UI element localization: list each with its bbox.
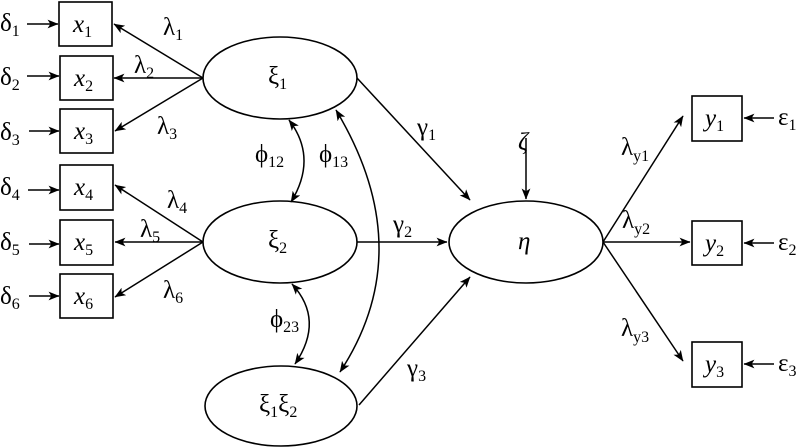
loading-label-lambda4: λ4	[167, 187, 187, 217]
loading-label-lambda-y2: λy2	[622, 207, 650, 238]
structural-arrow-gamma3	[358, 276, 471, 406]
error-label-epsilon2: ε2	[778, 229, 797, 259]
loading-arrow-lambda4	[114, 184, 204, 243]
covariance-label-phi13: ϕ13	[319, 141, 348, 171]
indicator-label-y3: y3	[702, 351, 724, 381]
indicator-box-x6	[59, 273, 114, 319]
error-label-delta3: δ3	[0, 119, 20, 149]
latent-label-xi2: ξ2	[268, 227, 287, 257]
error-label-delta6: δ6	[0, 283, 20, 313]
covariance-label-phi12: ϕ12	[255, 141, 284, 171]
error-label-epsilon1: ε1	[778, 104, 797, 134]
loading-label-lambda1: λ1	[163, 14, 183, 44]
loading-label-lambda3: λ3	[157, 113, 177, 143]
indicator-label-x1: x1	[72, 11, 92, 41]
x-indicators	[58, 1, 114, 319]
loading-arrow-lambda-y1	[602, 115, 684, 243]
error-label-epsilon3: ε3	[778, 350, 797, 380]
indicator-box-y3	[691, 341, 743, 388]
structural-arrow-gamma1	[356, 77, 471, 201]
indicator-label-x2: x2	[73, 65, 93, 95]
latent-ellipse-xi1xi2	[204, 365, 358, 447]
loading-label-lambda2: λ2	[134, 52, 154, 82]
indicator-label-x6: x6	[73, 283, 93, 313]
indicator-box-y1	[691, 95, 743, 142]
structural-label-gamma1: γ1	[416, 114, 436, 144]
indicator-label-y2: y2	[702, 230, 724, 260]
error-label-delta5: δ5	[0, 229, 20, 259]
loading-label-lambda-y3: λy3	[621, 315, 649, 346]
covariance-arc-phi12	[288, 119, 305, 203]
latent-label-xi1: ξ1	[268, 63, 287, 93]
disturbance-label-zeta: ζ	[518, 129, 530, 156]
covariance-label-phi23: ϕ23	[270, 306, 299, 336]
loading-arrow-lambda-y3	[602, 241, 684, 362]
indicator-box-x5	[59, 219, 114, 266]
error-label-delta2: δ2	[0, 64, 20, 94]
loading-arrow-lambda6	[114, 241, 204, 298]
latent-label-xi1xi2: ξ1ξ2	[259, 391, 297, 421]
loading-arrow-lambda1	[113, 23, 204, 79]
structural-label-gamma3: γ3	[406, 355, 426, 385]
indicator-label-x5: x5	[73, 229, 93, 259]
structural-label-gamma2: γ2	[392, 211, 412, 241]
loading-label-lambda-y1: λy1	[621, 134, 649, 165]
indicator-label-x4: x4	[73, 174, 93, 204]
indicator-label-x3: x3	[73, 118, 93, 148]
indicator-box-x1	[58, 1, 113, 47]
covariance-arc-phi23	[291, 283, 310, 365]
indicator-box-x2	[59, 55, 114, 101]
error-label-delta1: δ1	[0, 10, 20, 40]
error-label-delta4: δ4	[0, 174, 20, 204]
latent-label-eta: η	[518, 228, 530, 255]
indicator-label-y1: y1	[702, 105, 724, 135]
loading-label-lambda6: λ6	[163, 277, 183, 307]
loading-arrow-lambda3	[114, 77, 204, 132]
loading-label-lambda5: λ5	[140, 216, 160, 246]
indicator-box-x4	[59, 164, 114, 211]
covariance-arc-phi13	[335, 109, 380, 373]
indicator-box-x3	[59, 108, 114, 154]
indicator-box-y2	[691, 220, 743, 266]
